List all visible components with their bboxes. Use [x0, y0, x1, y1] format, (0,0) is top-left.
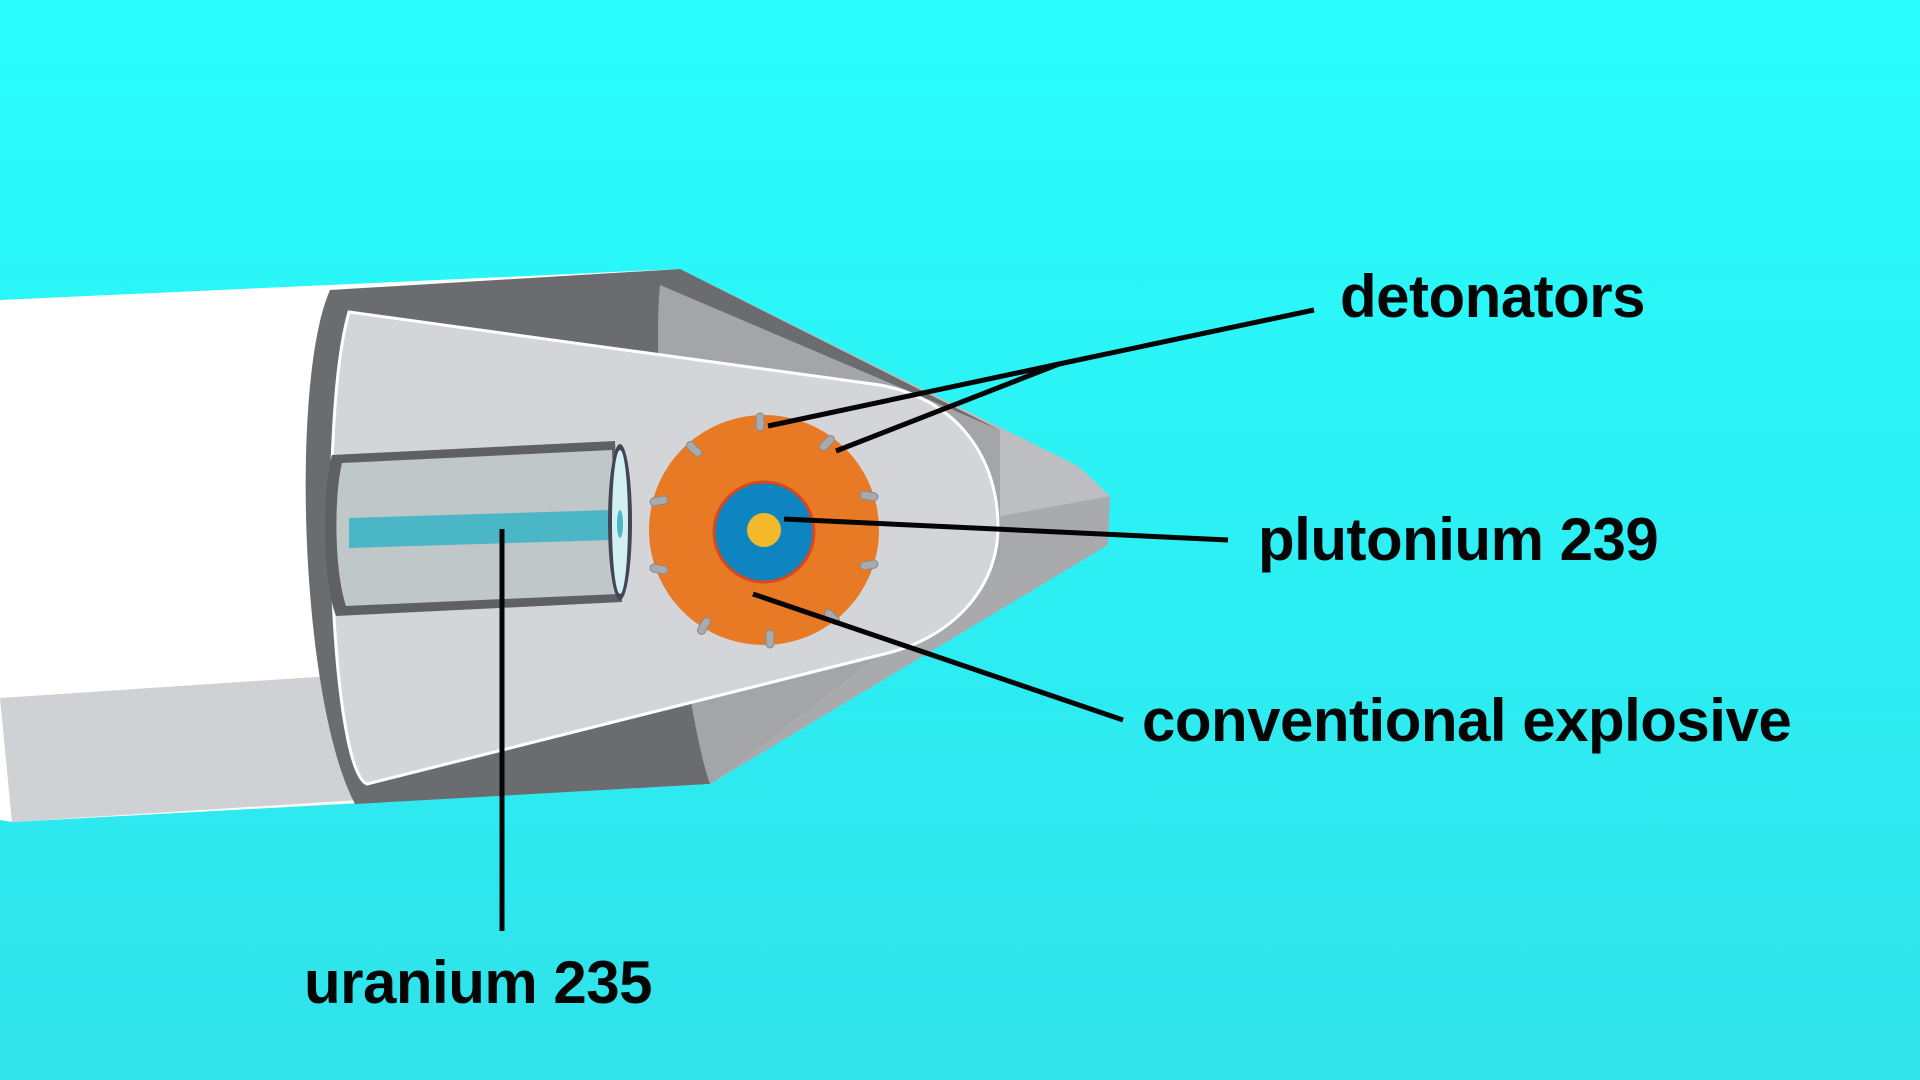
plutonium-leader-line — [783, 516, 1229, 543]
label-explosive: conventional explosive — [1142, 687, 1792, 754]
explosive-leader-line — [752, 591, 1124, 723]
label-plutonium: plutonium 239 — [1258, 506, 1659, 573]
label-uranium: uranium 235 — [304, 949, 652, 1016]
uranium-cylinder — [324, 441, 632, 616]
missile-body-shadow — [0, 676, 360, 822]
core — [747, 513, 781, 547]
detonators — [649, 412, 879, 649]
label-detonators: detonators — [1340, 263, 1646, 330]
detonators-leader-line-2 — [835, 361, 1060, 454]
uranium-rod — [349, 510, 612, 548]
